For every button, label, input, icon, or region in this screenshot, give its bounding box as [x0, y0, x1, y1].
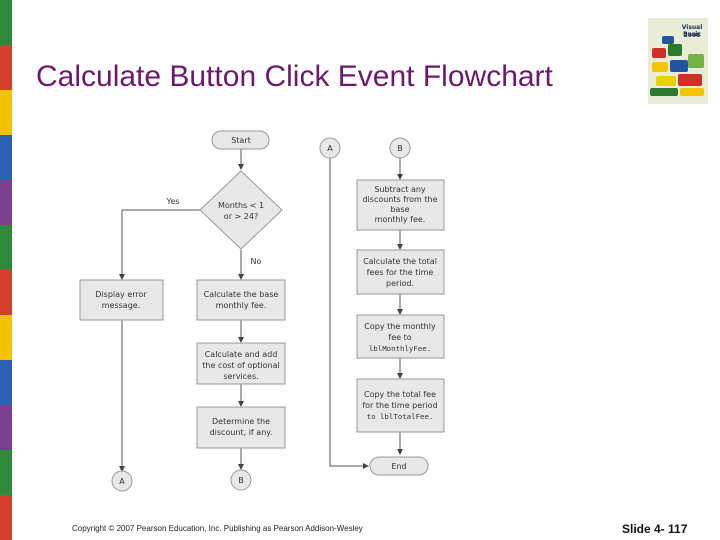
total-line2: fees for the time: [367, 268, 434, 277]
no-label: No: [251, 257, 262, 266]
subtract-line3: base: [390, 205, 409, 214]
logo-brick: [678, 74, 702, 86]
start-label: Start: [231, 136, 251, 145]
arrow-yes-error: [119, 209, 200, 280]
error-line1: Display error: [95, 290, 147, 299]
decision-line2: or > 24?: [224, 212, 258, 221]
connector-b-bottom-label: B: [238, 476, 244, 485]
stripe-segment: [0, 405, 12, 450]
copy-monthly-line3: lblMonthlyFee.: [369, 344, 431, 353]
stripe-segment: [0, 135, 12, 180]
calc-base-line2: monthly fee.: [216, 301, 267, 310]
logo-title: Visual Basic: [681, 24, 703, 38]
stripe-segment: [0, 315, 12, 360]
subtract-line4: monthly fee.: [375, 215, 426, 224]
total-line1: Calculate the total: [363, 257, 437, 266]
stripe-segment: [0, 180, 12, 225]
stripe-segment: [0, 45, 12, 90]
copy-total-line3: to lblTotalFee.: [367, 412, 434, 421]
calc-optional-line3: services.: [223, 372, 258, 381]
decision-line1: Months < 1: [218, 201, 264, 210]
stripe-segment: [0, 225, 12, 270]
arrow-a-end: [329, 158, 369, 469]
logo-brick: [652, 62, 668, 72]
decision-diamond: [199, 170, 283, 250]
error-line2: message.: [102, 301, 141, 310]
stripe-segment: [0, 495, 12, 540]
logo-brick: [652, 48, 666, 58]
discount-line2: discount, if any.: [210, 428, 273, 437]
connector-a-bottom: [111, 470, 133, 492]
copy-monthly-line2: fee to: [388, 333, 411, 342]
end-terminal: [369, 456, 429, 476]
end-label: End: [391, 462, 406, 471]
stripe-segment: [0, 450, 12, 495]
connector-a-bottom-label: A: [119, 477, 125, 486]
logo-year: 2008: [683, 32, 701, 39]
connector-b-top-label: B: [397, 144, 403, 153]
connector-b-top: [389, 137, 411, 159]
slide-title: Calculate Button Click Event Flowchart: [36, 60, 553, 93]
calc-optional-line2: the cost of optional: [202, 361, 280, 370]
stripe-segment: [0, 90, 12, 135]
logo-brick: [688, 54, 704, 68]
calc-base-line1: Calculate the base: [204, 290, 279, 299]
copy-total-line2: for the time period: [362, 401, 437, 410]
calc-total-process: [356, 249, 445, 295]
yes-label: Yes: [166, 197, 180, 206]
discount-line1: Determine the: [212, 417, 270, 426]
connector-a-top-label: A: [327, 144, 333, 153]
logo-brick: [668, 44, 682, 56]
logo-brick: [680, 88, 704, 96]
copy-monthly-process: [356, 314, 445, 359]
connector-b-bottom: [230, 469, 252, 491]
stripe-segment: [0, 0, 12, 45]
copy-total-line1: Copy the total fee: [364, 390, 436, 399]
calc-optional-line1: Calculate and add: [205, 350, 278, 359]
logo-brick: [656, 76, 676, 86]
error-process: [79, 279, 164, 321]
copy-monthly-line1: Copy the monthly: [364, 322, 436, 331]
book-cover-logo: Visual Basic 2008: [648, 18, 708, 104]
slide-number: Slide 4- 117: [622, 522, 688, 536]
copyright-text: Copyright © 2007 Pearson Education, Inc.…: [72, 524, 363, 533]
connector-a-top: [319, 137, 341, 159]
total-line3: period.: [386, 279, 414, 288]
color-stripe: [0, 0, 12, 540]
stripe-segment: [0, 270, 12, 315]
subtract-line2: discounts from the: [362, 195, 437, 204]
logo-brick: [650, 88, 678, 96]
subtract-line1: Subtract any: [374, 185, 426, 194]
stripe-segment: [0, 360, 12, 405]
logo-brick: [670, 60, 688, 72]
start-terminal: [211, 130, 270, 150]
subtract-discounts-process: [356, 179, 445, 231]
calc-base-process: [196, 279, 286, 321]
logo-brick: [662, 36, 674, 44]
determine-discount-process: [196, 406, 286, 449]
copy-total-process: [356, 378, 445, 433]
calc-optional-process: [196, 342, 286, 385]
